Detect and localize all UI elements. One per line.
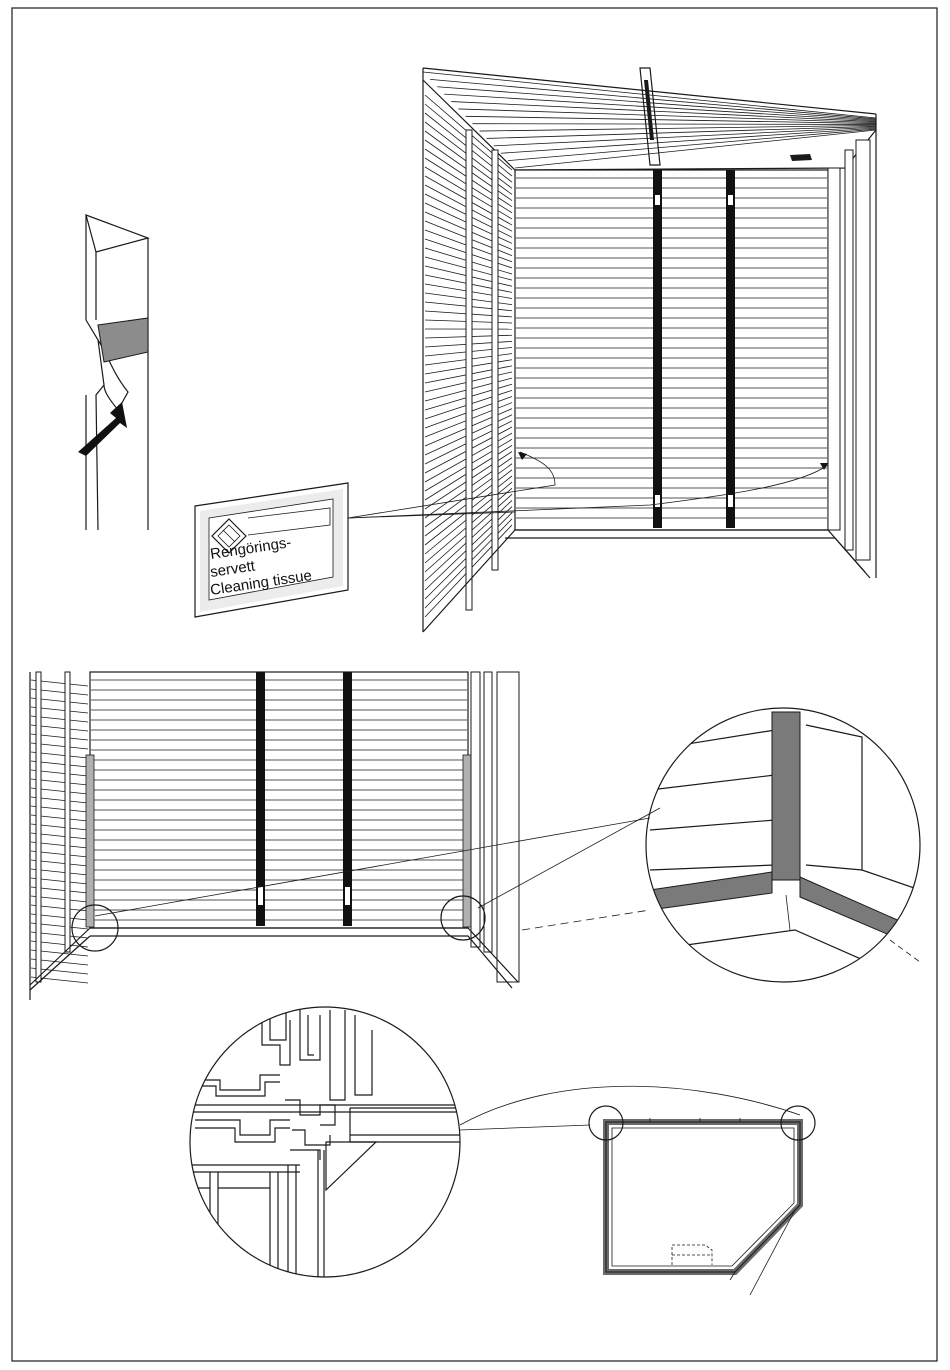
tape-strip: [98, 318, 148, 362]
back-wall-front-view: [30, 672, 660, 1000]
cleaning-tissue-packet: Rengörings- servett Cleaning tissue: [195, 483, 348, 617]
arrow-icon: [78, 402, 127, 456]
seal-strip-left: [86, 755, 94, 927]
post-with-protective-film: [78, 215, 148, 530]
profile-section-magnified: [190, 1007, 800, 1280]
corner-detail-magnified: [522, 708, 920, 985]
seal-strip-right: [463, 755, 471, 927]
sauna-room-perspective: [348, 68, 876, 632]
floor-plan: [589, 1106, 815, 1295]
